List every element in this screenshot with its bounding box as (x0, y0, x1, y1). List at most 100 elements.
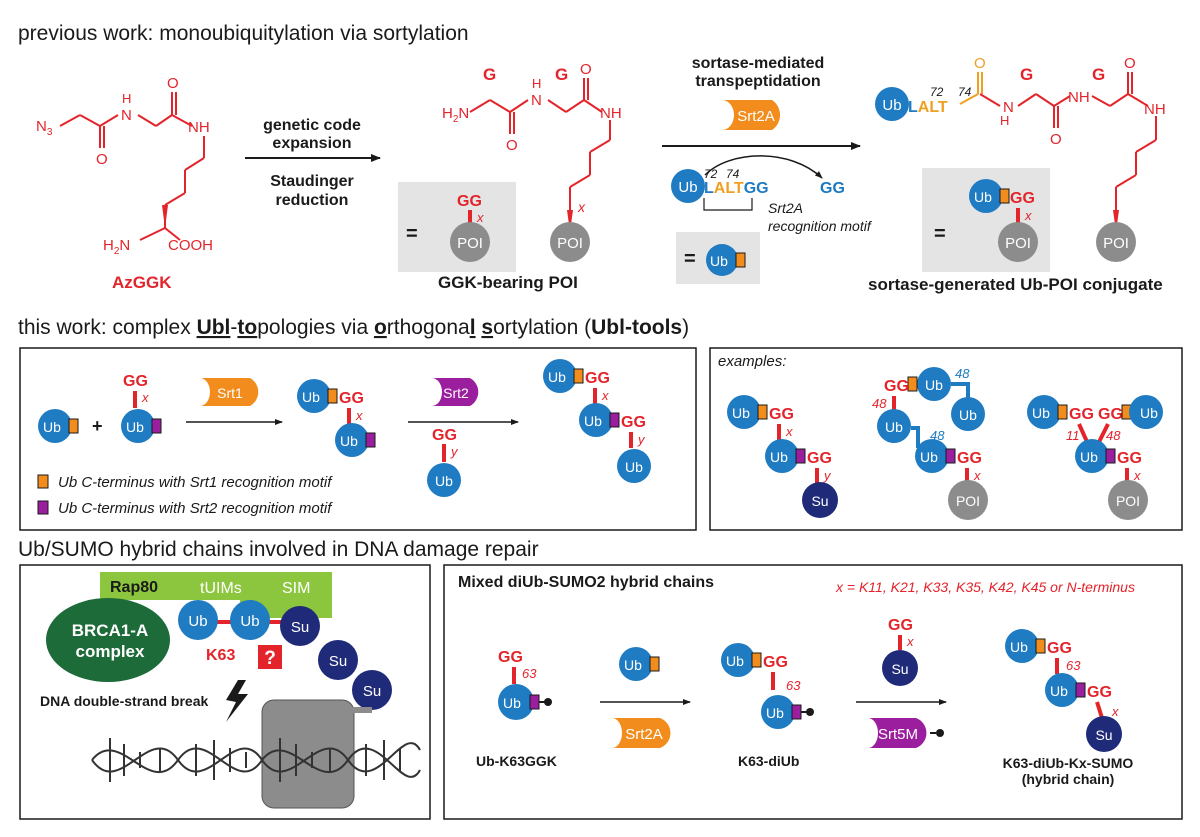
d-ub-b-label: Ub (766, 705, 784, 721)
conj-box-gg: GG (1010, 190, 1035, 207)
this-work-box (19, 347, 697, 531)
ub-short-circle (706, 244, 738, 276)
cooh-label: COOH (168, 237, 213, 254)
srt2a-step-label: Srt2A (625, 726, 663, 743)
equals-1: = (406, 223, 418, 245)
dna-helix-left (91, 738, 263, 782)
rap-su-2 (318, 640, 358, 680)
srt2-ub (427, 463, 461, 497)
conjugate-name: sortase-generated Ub-POI conjugate (868, 275, 1163, 294)
p1-x: x (355, 408, 363, 423)
ex3-ub-center-label: Ub (1080, 449, 1098, 465)
mixed-chains-box (443, 564, 1183, 820)
ex2-purple (945, 448, 956, 464)
arrow1-top-line2: expansion (272, 135, 351, 152)
azggk-structure (59, 92, 205, 241)
conj-nh2: NH (1144, 101, 1166, 118)
ex1-su-label: Su (811, 493, 828, 509)
s1-ub (619, 647, 653, 681)
ex1-ub-a-label: Ub (732, 405, 750, 421)
nh-label: NH (188, 119, 210, 136)
ex2-orange-top (907, 376, 918, 392)
ex1-su (802, 482, 838, 518)
this-work-title: this work: complex Ubl-topologies via or… (18, 316, 689, 339)
tri-x: x (601, 388, 609, 403)
ex1-gg-2: GG (807, 450, 832, 467)
conj-poi-label: POI (1103, 235, 1129, 252)
equals-3: = (934, 223, 946, 245)
ex3-x: x (1133, 468, 1141, 483)
srt5m-bead (936, 729, 944, 737)
wedge-bond (162, 205, 168, 228)
conj-box-ub (969, 179, 1003, 213)
previous-work-title: previous work: monoubiquitylation via so… (18, 22, 469, 45)
x-definition: x = K11, K21, K33, K35, K42, K45 or N-te… (835, 579, 1135, 595)
ub-substrate-circle (671, 169, 705, 203)
conj-poi-circle (1096, 222, 1136, 262)
rap-ub-1-label: Ub (188, 613, 207, 630)
question-box (258, 645, 282, 669)
ex1-gg-1: GG (769, 406, 794, 423)
f-63: 63 (1066, 658, 1081, 673)
o-label-1: O (96, 151, 108, 168)
tri-gg-1: GG (585, 370, 610, 387)
recog-motif-1: Srt2A (768, 200, 803, 216)
m1-ub-label: Ub (503, 695, 521, 711)
conj-box-x: x (1024, 208, 1032, 223)
arrow1-bottom-line2: reduction (276, 192, 349, 209)
ex2-poi-label: POI (956, 493, 980, 509)
sim-label: SIM (282, 580, 310, 597)
o-label-2: O (167, 75, 179, 92)
tw-ub-1 (38, 409, 72, 443)
azide-label: N3 (36, 118, 53, 138)
released-gg: GG (820, 180, 845, 197)
d-bead (806, 708, 814, 716)
rap80-shape (100, 572, 332, 618)
srt1-label: Srt1 (217, 385, 243, 401)
tw-gg-1: GG (123, 373, 148, 390)
srt2-gg: GG (432, 427, 457, 444)
ex1-x: x (785, 424, 793, 439)
ex3-orange-left (1057, 404, 1068, 420)
tuims-label: tUIMs (200, 580, 242, 597)
ex3-ub-center (1075, 439, 1109, 473)
f-su (1086, 716, 1122, 752)
rap-su-1 (280, 606, 320, 646)
srt2-ub-label: Ub (435, 473, 453, 489)
conj-g1: G (1020, 65, 1033, 84)
legend-purple-swatch (37, 500, 49, 515)
ex1-ub-b (765, 439, 799, 473)
rap80-label: Rap80 (110, 579, 158, 596)
recog-motif-2: recognition motif (768, 218, 873, 234)
ex3-48: 48 (1106, 428, 1121, 443)
final-label-2: (hybrid chain) (1022, 771, 1115, 787)
p1-purple (365, 432, 376, 448)
conj-n: N (1003, 99, 1014, 116)
ex3-ub-right-label: Ub (1140, 405, 1158, 421)
ex2-gg-2: GG (957, 450, 982, 467)
g-label-2: G (555, 65, 568, 84)
ex2-48-a: 48 (955, 366, 970, 381)
conj-structure (959, 72, 1157, 210)
tri-orange (573, 368, 584, 384)
conj-h: H (1000, 113, 1009, 128)
tri-ub-c-label: Ub (625, 459, 643, 475)
d-63: 63 (786, 678, 801, 693)
conj-box-ub-label: Ub (974, 189, 992, 205)
srt2-label: Srt2 (443, 385, 469, 401)
conj-g2: G (1092, 65, 1105, 84)
d-orange (751, 652, 762, 668)
ex2-ub-left (877, 409, 911, 443)
f-stick-2 (1095, 701, 1104, 719)
dna-helix-right (261, 738, 421, 782)
f-su-label: Su (1095, 727, 1112, 743)
s2-su (882, 650, 918, 686)
ex2-ub-top-label: Ub (925, 377, 943, 393)
lightning-icon (226, 680, 248, 722)
examples-box (709, 347, 1183, 531)
hybrid-title: Ub/SUMO hybrid chains involved in DNA da… (18, 538, 539, 561)
ggk-name: GGK-bearing POI (438, 273, 578, 292)
tw-ub-2-purple (151, 418, 162, 434)
box-poi-circle (450, 222, 490, 262)
